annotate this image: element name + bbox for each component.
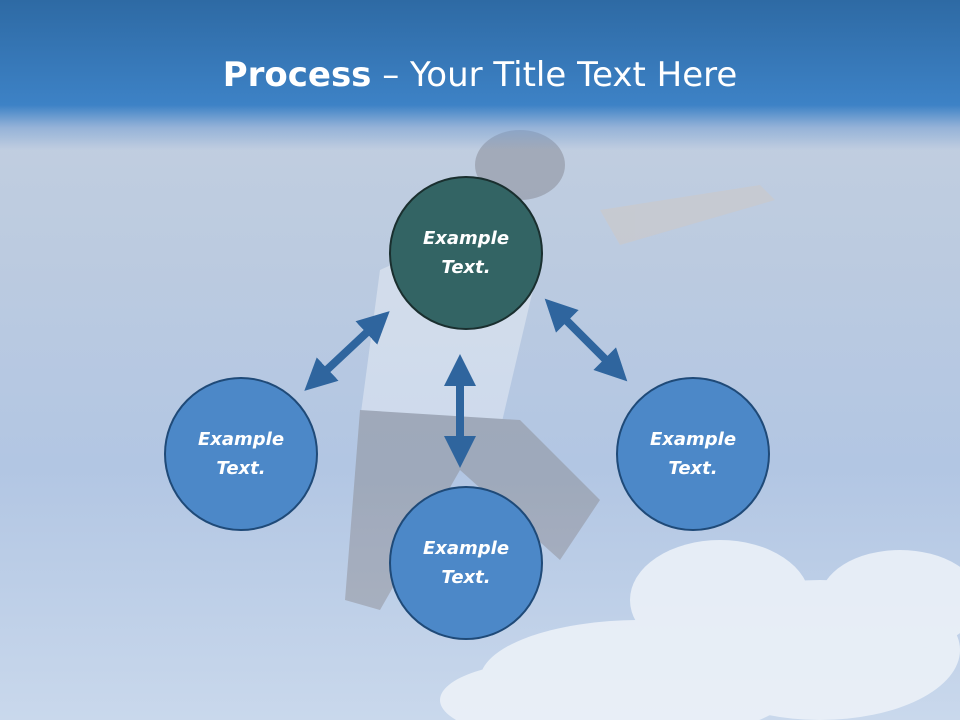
node-right-label: Example Text.	[649, 429, 737, 479]
arrow-right-diagonal	[544, 298, 628, 382]
title-bold: Process	[222, 55, 372, 95]
title-rest: – Your Title Text Here	[371, 55, 738, 95]
node-bottom-label: Example Text.	[422, 538, 510, 588]
node-bottom: Example Text.	[389, 486, 543, 640]
slide-title: Process – Your Title Text Here	[0, 52, 960, 98]
node-left: Example Text.	[164, 377, 318, 531]
clouds	[440, 540, 960, 720]
node-top: Example Text.	[389, 176, 543, 330]
node-top-label: Example Text.	[422, 228, 510, 278]
node-right: Example Text.	[616, 377, 770, 531]
arrow-left-diagonal	[304, 311, 390, 391]
node-left-label: Example Text.	[197, 429, 285, 479]
title-bar	[0, 0, 960, 150]
